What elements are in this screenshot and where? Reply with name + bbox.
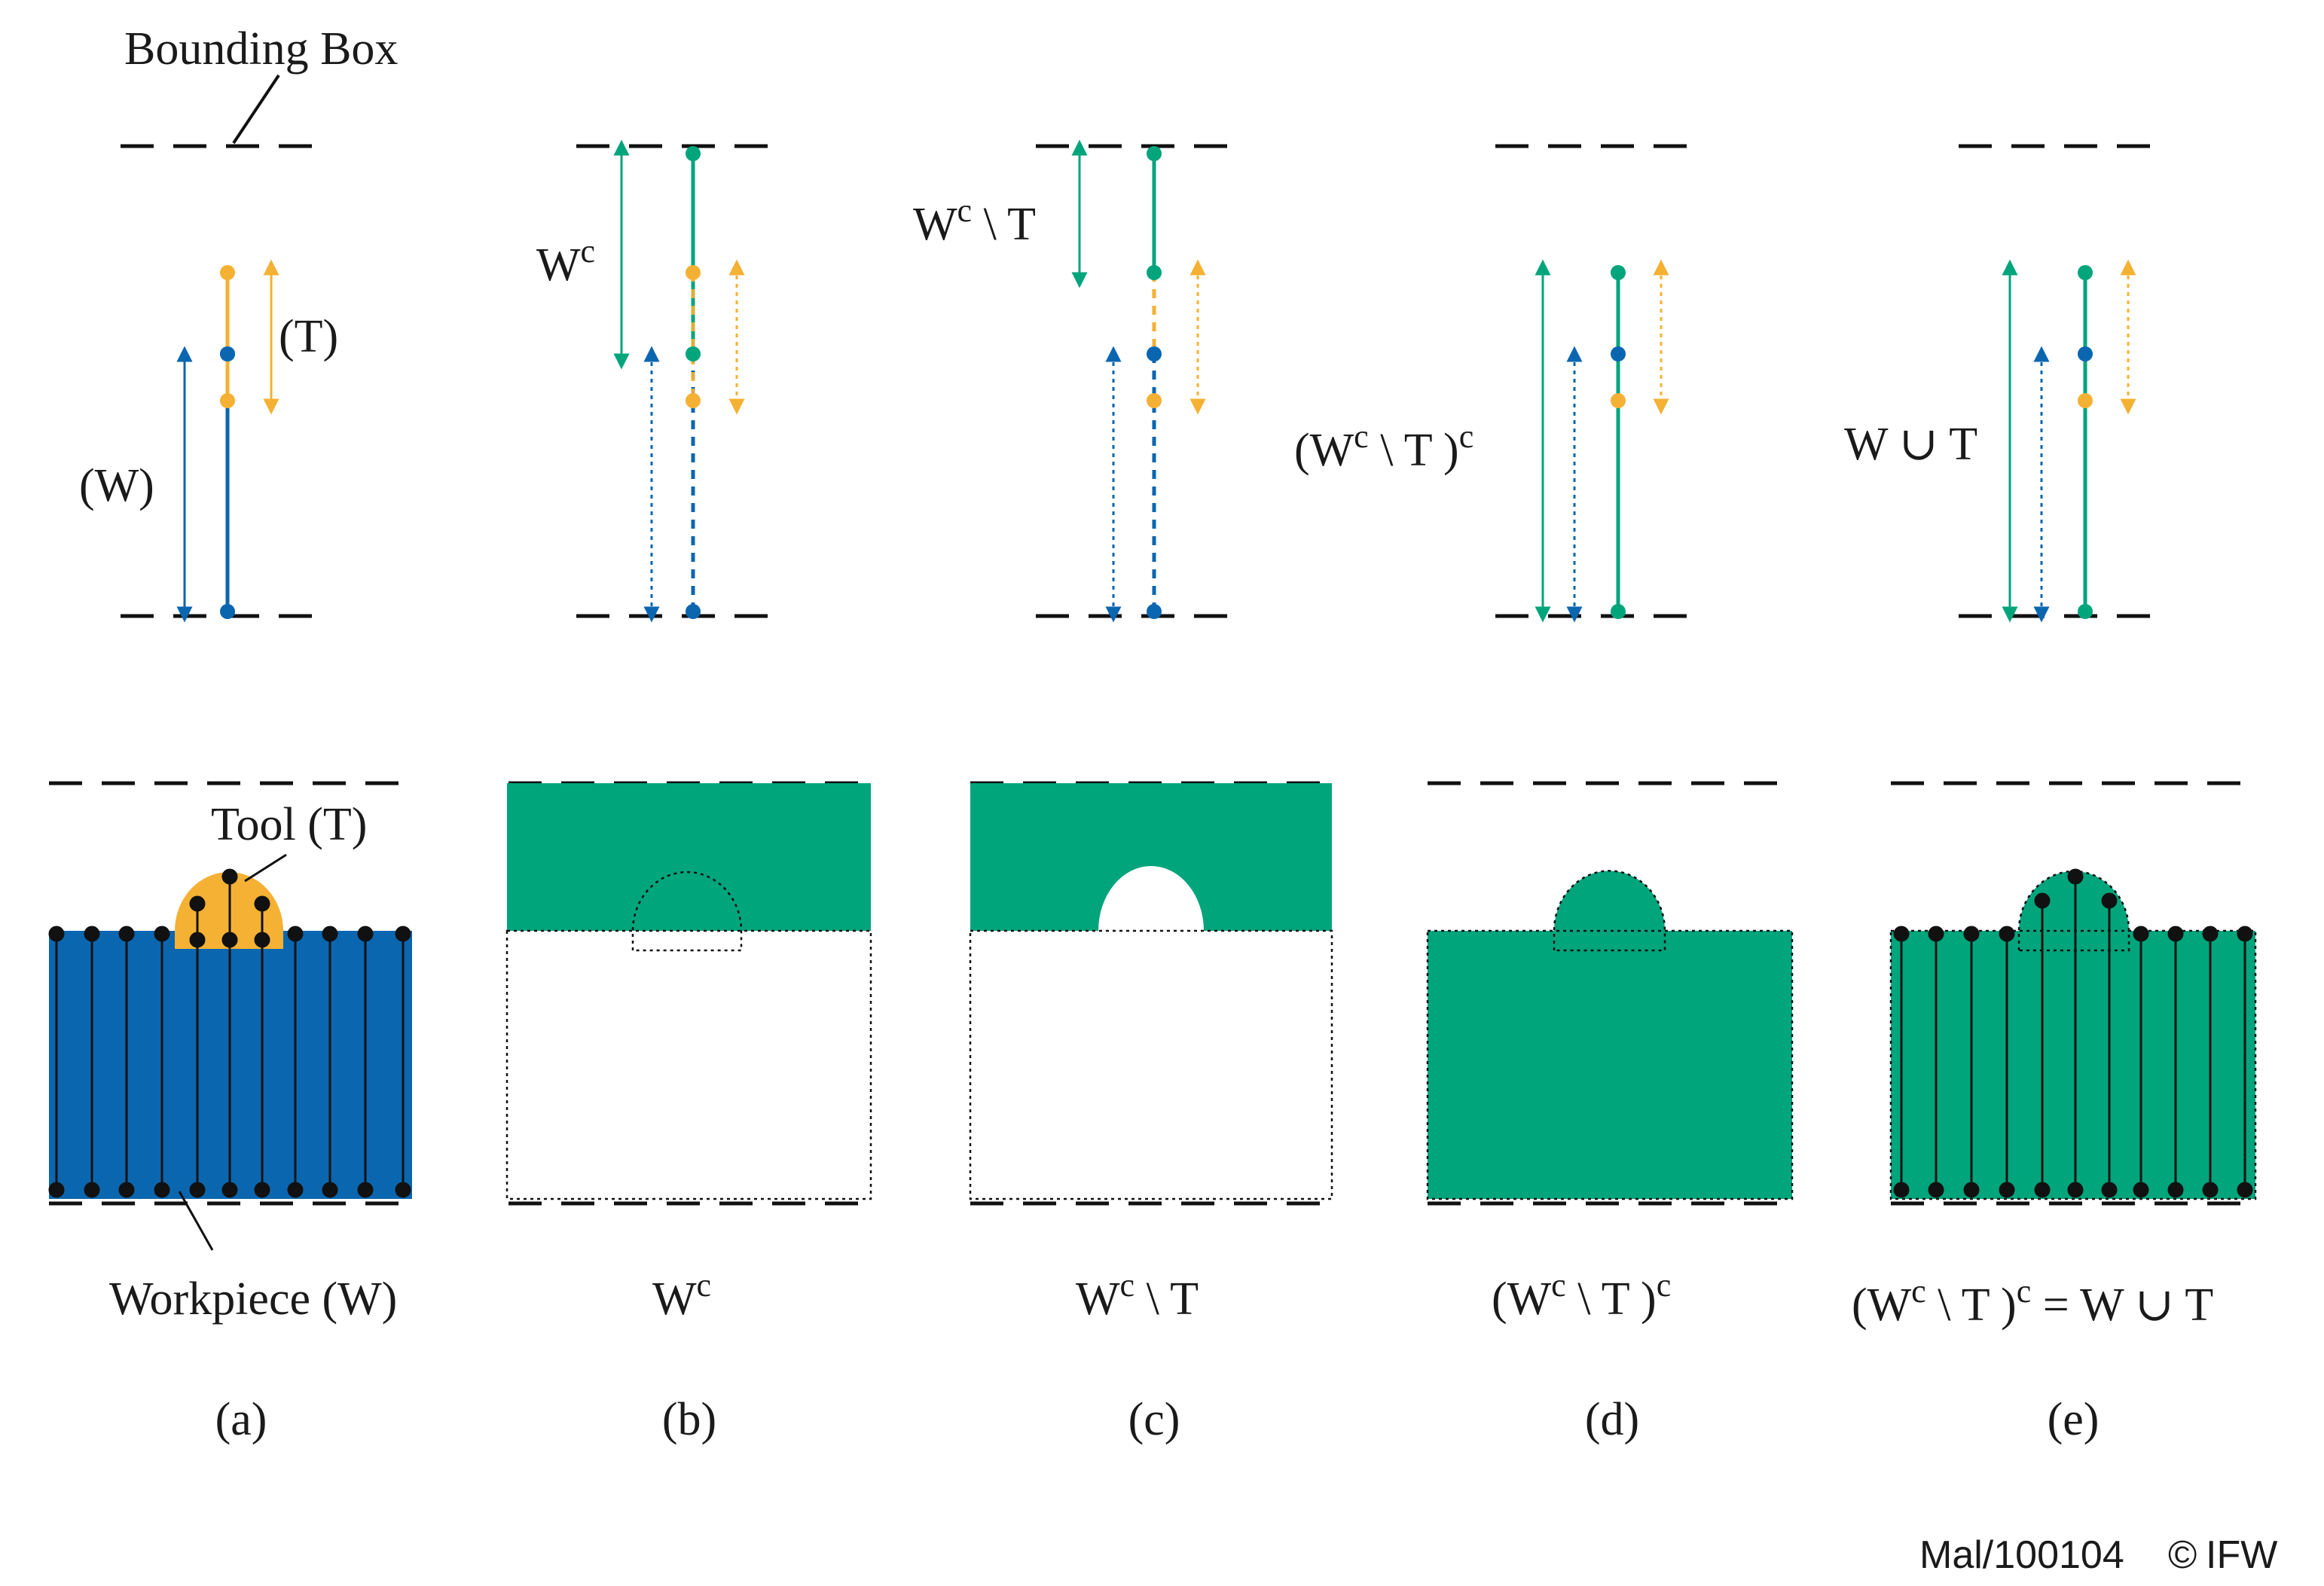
label-W: (W) <box>79 460 154 511</box>
footer-org: IFW <box>2206 1533 2277 1577</box>
tool-leader <box>244 853 287 883</box>
workpiece-leader <box>178 1191 214 1251</box>
panel-e-shape <box>1889 868 2257 1200</box>
label-tool: Tool (T) <box>211 799 367 850</box>
panel-label-d: (d) <box>1585 1394 1639 1445</box>
caption-e: (Wc \ T )c = W ∪ T <box>1852 1273 2213 1331</box>
label-Wc: Wc <box>536 233 595 291</box>
panel-d-shape <box>1426 870 1794 1200</box>
panel-a-ray <box>176 259 279 623</box>
bounding-box-leader <box>232 74 280 145</box>
panel-b-shape <box>505 783 872 1200</box>
footer-code: Mal/100104 <box>1919 1533 2124 1577</box>
caption-d: (Wc \ T )c <box>1492 1267 1671 1325</box>
top-row-bounding-lines <box>121 144 2170 618</box>
bounding-box-label: Bounding Box <box>124 23 398 75</box>
caption-b: Wc <box>652 1267 711 1325</box>
panel-c-shape <box>969 783 1333 1200</box>
caption-c: Wc \ T <box>1076 1267 1199 1325</box>
label-complement-top: (Wc \ T )c <box>1294 418 1473 476</box>
panel-label-c: (c) <box>1128 1394 1180 1445</box>
panel-label-e: (e) <box>2048 1394 2100 1445</box>
panel-d-ray <box>1535 259 1669 623</box>
copyright-icon: © <box>2168 1533 2197 1577</box>
label-union-top: W ∪ T <box>1844 419 1977 470</box>
panel-c-ray <box>1071 139 1206 623</box>
label-Wc-minus-T-top: Wc \ T <box>913 192 1036 250</box>
panel-label-b: (b) <box>662 1394 716 1445</box>
panel-b-ray <box>613 139 745 623</box>
label-workpiece: Workpiece (W) <box>109 1273 397 1325</box>
label-T: (T) <box>279 311 338 362</box>
panel-label-a: (a) <box>215 1394 267 1445</box>
panel-a-shape <box>48 853 412 1251</box>
panel-e-ray <box>2002 259 2136 623</box>
